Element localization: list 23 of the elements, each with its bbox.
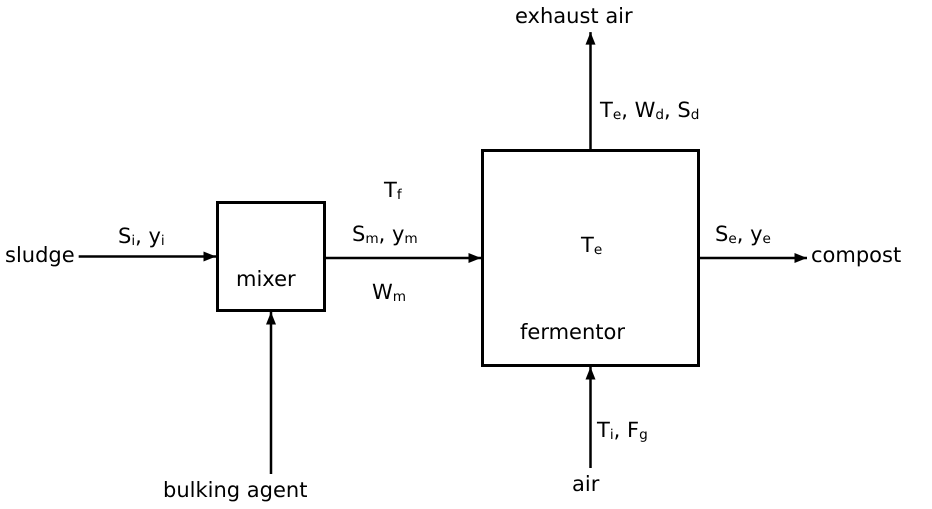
temperature-label: T$_{e}$ <box>581 233 602 259</box>
arrow <box>326 253 481 263</box>
edge-label: T$_{i}$, F$_{g}$ <box>597 418 648 444</box>
variable-label: T$_{f}$ <box>384 178 402 204</box>
variable-label: W$_{m}$ <box>372 280 406 306</box>
box-title: fermentor <box>520 320 625 344</box>
arrow <box>586 367 596 468</box>
edge-label: S$_{i}$, y$_{i}$ <box>118 224 165 250</box>
edge-label: T$_{e}$, W$_{d}$, S$_{d}$ <box>600 98 700 124</box>
arrow <box>700 253 807 263</box>
arrow <box>586 32 596 149</box>
arrow <box>78 252 216 262</box>
process-box <box>216 201 326 312</box>
edge-label: S$_{e}$, y$_{e}$ <box>715 222 771 248</box>
process-box <box>481 149 700 367</box>
box-title: mixer <box>236 267 296 292</box>
input-label: bulking agent <box>163 478 308 502</box>
arrow <box>266 312 276 474</box>
input-label: sludge <box>5 243 75 268</box>
output-label: compost <box>811 243 902 268</box>
output-label: exhaust air <box>515 4 633 28</box>
input-label: air <box>572 472 600 496</box>
edge-label: S$_{m}$, y$_{m}$ <box>352 222 418 248</box>
